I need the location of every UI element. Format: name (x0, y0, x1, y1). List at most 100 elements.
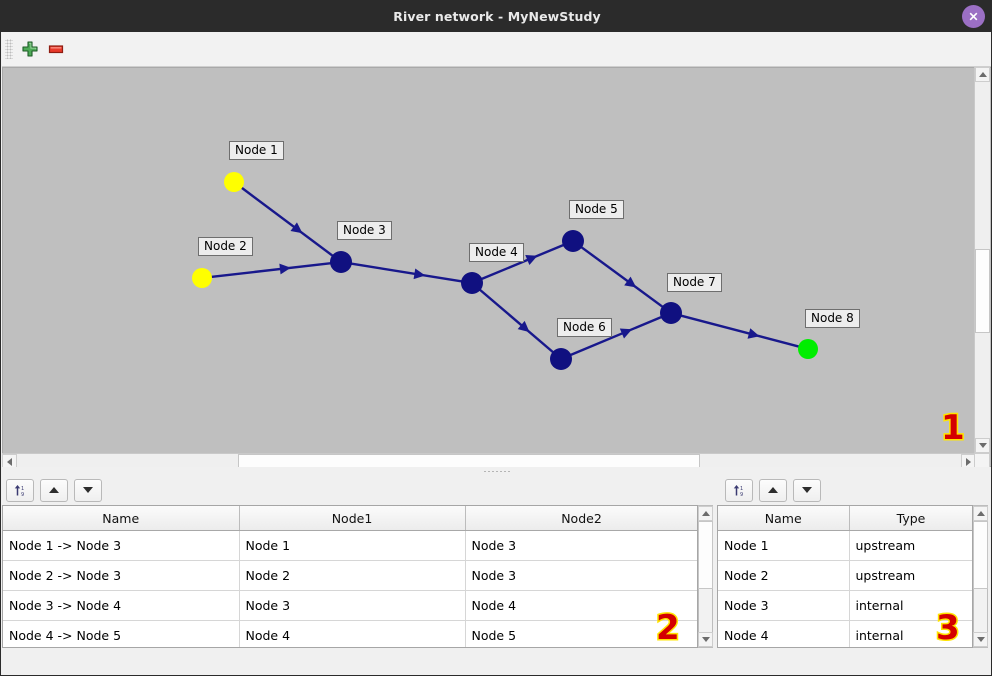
triangle-down-icon (979, 443, 987, 448)
graph-node[interactable] (798, 339, 818, 359)
add-node-button[interactable] (17, 36, 43, 62)
graph-edge[interactable] (581, 247, 663, 307)
bottom-tables-area: 1 9 (2, 475, 992, 676)
panel-splitter[interactable] (2, 467, 992, 475)
nodes-move-down-button[interactable] (793, 479, 821, 502)
column-header-node2[interactable]: Node2 (465, 506, 698, 531)
red-rectangle-icon (47, 40, 65, 58)
table-row[interactable]: Node 4 -> Node 5Node 4Node 5 (3, 621, 698, 649)
graph-edge[interactable] (211, 263, 331, 277)
graph-node-label[interactable]: Node 7 (667, 273, 722, 292)
table-cell[interactable]: Node 1 (239, 531, 465, 561)
table-row[interactable]: Node 2upstream (718, 561, 973, 591)
reaches-move-down-button[interactable] (74, 479, 102, 502)
graph-node[interactable] (330, 251, 352, 273)
table-cell[interactable]: Node 3 (239, 591, 465, 621)
reaches-scroll-up-button[interactable] (698, 506, 713, 521)
reaches-move-up-button[interactable] (40, 479, 68, 502)
title-bar: River network - MyNewStudy (1, 1, 992, 32)
close-window-button[interactable] (962, 5, 985, 28)
graph-node[interactable] (660, 302, 682, 324)
table-cell[interactable]: Node 4 (718, 621, 849, 649)
table-row[interactable]: Node 1upstream (718, 531, 973, 561)
graph-vscroll-thumb[interactable] (975, 249, 990, 333)
table-cell[interactable]: Node 2 (239, 561, 465, 591)
graph-node-label[interactable]: Node 1 (229, 141, 284, 160)
table-cell[interactable]: Node 4 (465, 591, 698, 621)
splitter-grip-icon (483, 470, 511, 473)
graph-scroll-down-button[interactable] (975, 438, 990, 453)
table-cell[interactable]: Node 3 (718, 591, 849, 621)
graph-edge[interactable] (681, 316, 800, 347)
table-cell[interactable]: Node 1 -> Node 3 (3, 531, 239, 561)
table-cell[interactable]: Node 2 -> Node 3 (3, 561, 239, 591)
graph-node-label[interactable]: Node 8 (805, 309, 860, 328)
reaches-table-container[interactable]: NameNode1Node2 Node 1 -> Node 3Node 1Nod… (2, 505, 698, 648)
reaches-scroll-down-button[interactable] (698, 632, 713, 647)
graph-node[interactable] (562, 230, 584, 252)
column-header-name[interactable]: Name (718, 506, 849, 531)
column-header-name[interactable]: Name (3, 506, 239, 531)
graph-edge[interactable] (351, 264, 462, 282)
table-cell[interactable]: upstream (849, 531, 973, 561)
table-cell[interactable]: Node 2 (718, 561, 849, 591)
table-row[interactable]: Node 2 -> Node 3Node 2Node 3 (3, 561, 698, 591)
green-plus-icon (21, 40, 39, 58)
column-header-node1[interactable]: Node1 (239, 506, 465, 531)
table-cell[interactable]: internal (849, 621, 973, 649)
reaches-vscroll-thumb[interactable] (698, 521, 713, 589)
nodes-table: NameType Node 1upstreamNode 2upstreamNod… (718, 506, 973, 648)
table-cell[interactable]: Node 1 (718, 531, 849, 561)
nodes-vertical-scrollbar[interactable] (973, 505, 988, 648)
table-cell[interactable]: Node 5 (465, 621, 698, 649)
reaches-pane: 1 9 (2, 475, 713, 676)
table-row[interactable]: Node 3internal (718, 591, 973, 621)
table-cell[interactable]: upstream (849, 561, 973, 591)
close-icon (968, 11, 979, 22)
nodes-vscroll-thumb[interactable] (973, 521, 988, 589)
nodes-scroll-up-button[interactable] (973, 506, 988, 521)
table-cell[interactable]: Node 3 (465, 531, 698, 561)
window-title: River network - MyNewStudy (393, 9, 601, 24)
graph-canvas (3, 68, 991, 466)
graph-edge-arrow-icon (414, 268, 426, 279)
graph-node-label[interactable]: Node 5 (569, 200, 624, 219)
graph-node-label[interactable]: Node 4 (469, 243, 524, 262)
reaches-vertical-scrollbar[interactable] (698, 505, 713, 648)
delete-node-button[interactable] (43, 36, 69, 62)
graph-node[interactable] (550, 348, 572, 370)
graph-node[interactable] (461, 272, 483, 294)
graph-horizontal-scrollbar[interactable] (2, 453, 976, 468)
graph-scroll-up-button[interactable] (975, 67, 990, 82)
triangle-down-icon (702, 637, 710, 642)
river-network-graph[interactable]: Node 1 Node 2 Node 3 Node 4 Node 5 Node 6 Node… (2, 67, 992, 467)
table-cell[interactable]: Node 4 -> Node 5 (3, 621, 239, 649)
table-cell[interactable]: Node 4 (239, 621, 465, 649)
table-cell[interactable]: internal (849, 591, 973, 621)
table-cell[interactable]: Node 3 -> Node 4 (3, 591, 239, 621)
reaches-sort-button[interactable]: 1 9 (6, 479, 34, 502)
graph-edge[interactable] (480, 289, 554, 352)
main-toolbar (2, 32, 992, 67)
table-cell[interactable]: Node 3 (465, 561, 698, 591)
graph-edge-arrow-icon (624, 277, 636, 288)
graph-edge[interactable] (241, 187, 333, 256)
table-row[interactable]: Node 3 -> Node 4Node 3Node 4 (3, 591, 698, 621)
triangle-right-icon (966, 458, 971, 466)
graph-node[interactable] (224, 172, 244, 192)
toolbar-drag-handle[interactable] (5, 39, 13, 59)
nodes-scroll-down-button[interactable] (973, 632, 988, 647)
graph-node-label[interactable]: Node 2 (198, 237, 253, 256)
graph-vertical-scrollbar[interactable] (974, 67, 990, 453)
graph-node-label[interactable]: Node 3 (337, 221, 392, 240)
arrow-up-icon (766, 485, 780, 495)
nodes-sort-button[interactable]: 1 9 (725, 479, 753, 502)
graph-node[interactable] (192, 268, 212, 288)
graph-node-label[interactable]: Node 6 (557, 318, 612, 337)
column-header-type[interactable]: Type (849, 506, 973, 531)
table-row[interactable]: Node 4internal (718, 621, 973, 649)
nodes-table-container[interactable]: NameType Node 1upstreamNode 2upstreamNod… (717, 505, 973, 648)
nodes-move-up-button[interactable] (759, 479, 787, 502)
table-row[interactable]: Node 1 -> Node 3Node 1Node 3 (3, 531, 698, 561)
triangle-up-icon (702, 511, 710, 516)
